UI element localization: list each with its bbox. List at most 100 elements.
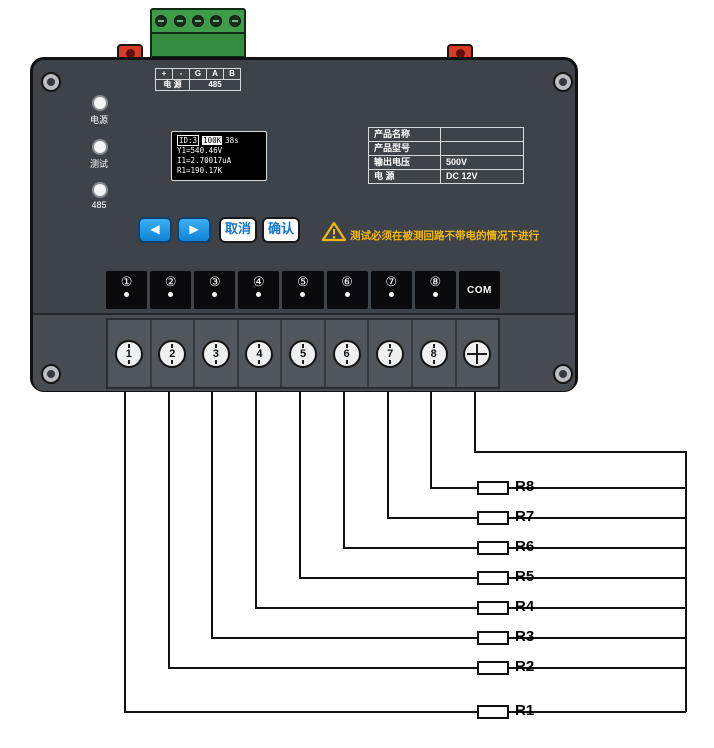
screw-number: 8 [428, 347, 439, 360]
terminal-block-body [150, 34, 246, 58]
display-resistance-line: R1=190.17K [177, 166, 223, 175]
wire-channel-5 [299, 350, 477, 579]
screw-number: 5 [297, 347, 309, 360]
com-label: COM [467, 284, 492, 296]
resistor-label: R8 [515, 478, 535, 495]
warning-text: 测试必须在被测回路不带电的情况下进行 [350, 230, 539, 242]
resistor-body [477, 631, 509, 645]
terminal-slot-8: 8 [410, 320, 455, 387]
screw-terminal-8: 8 [419, 339, 448, 368]
channel-label-8: ⑧ [414, 271, 456, 309]
warning-triangle-icon [321, 221, 347, 242]
power-group-label: 电 源 [155, 79, 190, 91]
resistor-body [477, 601, 509, 615]
terminal-slot-5: 5 [280, 320, 324, 387]
pin-group-row: 电 源 485 [155, 79, 241, 91]
channel-number: ④ [253, 274, 265, 289]
terminal-slot-6: 6 [323, 320, 368, 387]
channel-number: ⑤ [297, 274, 309, 289]
channel-label-7: ⑦ [370, 271, 412, 309]
screw-center [47, 78, 55, 86]
resistor-label: R7 [515, 508, 535, 525]
screw-terminal-5: 5 [289, 339, 318, 368]
row-value-product-model [441, 142, 523, 155]
screw-number: 4 [254, 347, 265, 360]
test-led [92, 139, 108, 155]
display-voltage-line: Y1=540.46V [177, 146, 223, 155]
terminal-dot [124, 292, 130, 297]
screw-number: 1 [123, 347, 134, 360]
channel-label-1: ① [106, 271, 148, 309]
row-label-output-voltage: 输出电压 [369, 156, 441, 169]
screw-slot [194, 20, 201, 22]
channel-number: ⑥ [341, 274, 353, 289]
terminal-slot-7: 7 [367, 320, 411, 387]
resistor-label: R4 [515, 598, 535, 615]
terminal-dot [300, 292, 306, 297]
right-arrow-button[interactable]: ▶ [177, 217, 211, 243]
channel-label-6: ⑥ [326, 271, 368, 309]
screw-terminal-1: 1 [114, 339, 143, 368]
channel-number: ⑧ [429, 274, 442, 289]
terminal-dot [388, 292, 394, 297]
channel-label-5: ⑤ [282, 271, 324, 309]
confirm-button[interactable]: 确认 [262, 217, 300, 243]
test-led-label: 测试 [89, 159, 108, 169]
channel-label-3: ③ [194, 271, 236, 309]
terminal-block-screw-row [150, 8, 246, 34]
left-arrow-button[interactable]: ◀ [138, 217, 172, 243]
resistor-body [477, 571, 509, 585]
screw-terminal-6: 6 [332, 339, 361, 368]
channel-number: ⑦ [385, 274, 398, 289]
table-row: 输出电压 500V [368, 155, 524, 170]
screw-number: 6 [341, 347, 352, 360]
table-row: 电 源 DC 12V [368, 169, 524, 184]
screw-slot [158, 20, 165, 22]
screw-terminal-4: 4 [245, 339, 274, 368]
terminal-dot [212, 292, 218, 297]
screw-terminal-3: 3 [201, 339, 230, 368]
wire-channel-4 [255, 350, 477, 609]
terminal-screw-icon [228, 15, 241, 27]
screw-number: 3 [210, 347, 221, 360]
resistor-body [477, 705, 509, 719]
screw-cross-slot [467, 352, 488, 355]
case-screw [41, 72, 61, 92]
row-label-power: 电 源 [369, 170, 441, 183]
wire-channel-2 [168, 350, 477, 669]
channel-label-strip: ① ② ③ ④ ⑤ ⑥ ⑦ ⑧ COM [106, 271, 500, 309]
terminal-dot [344, 292, 350, 297]
row-label-product-name: 产品名称 [369, 128, 441, 141]
terminal-screw-icon [210, 15, 223, 27]
terminal-screw-icon [155, 15, 168, 27]
table-row: 产品名称 [368, 127, 524, 142]
screw-slot [231, 20, 238, 22]
terminal-dot [432, 292, 438, 297]
row-value-power: DC 12V [446, 171, 478, 181]
display-current-line: I1=2.70017uA [177, 156, 232, 165]
resistor-label: R5 [515, 568, 535, 585]
screw-slot [213, 20, 220, 22]
case-screw [553, 72, 573, 92]
screw-terminal-2: 2 [158, 339, 187, 368]
channel-number: ② [164, 274, 177, 289]
power-terminal-labels: + - G A B 电 源 485 [155, 68, 241, 91]
bus-485-group-label: 485 [189, 79, 241, 91]
terminal-dot [168, 292, 174, 297]
resistor-body [477, 661, 509, 675]
com-terminal-label: COM [458, 271, 500, 309]
channel-label-4: ④ [238, 271, 280, 309]
wire-com-bus [474, 350, 687, 712]
table-row: 产品型号 [368, 141, 524, 156]
row-value-output-voltage: 500V [446, 157, 468, 167]
resistor-body [477, 541, 509, 555]
clip-hole [455, 49, 465, 58]
cancel-button[interactable]: 取消 [219, 217, 257, 243]
wire-channel-7 [387, 350, 477, 519]
resistor-label: R6 [515, 538, 535, 555]
terminal-screw-icon [191, 15, 204, 27]
